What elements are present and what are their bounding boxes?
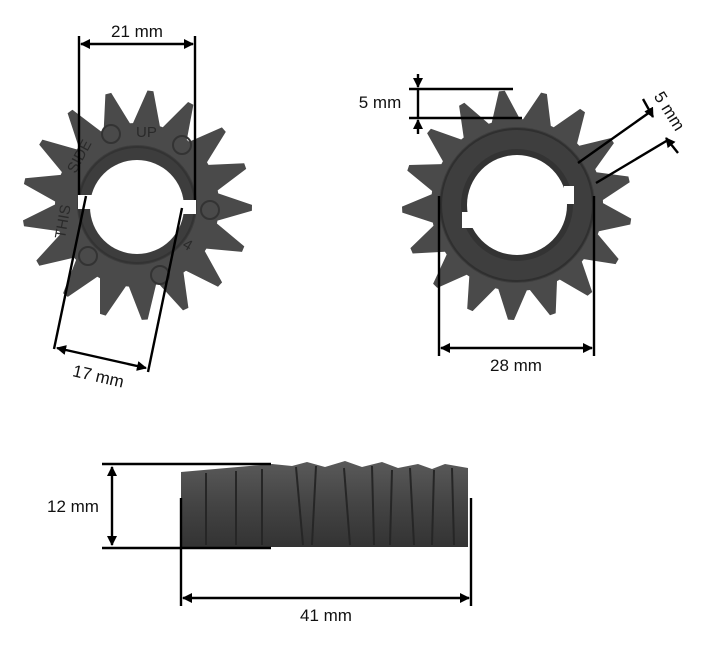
engraving-this: THIS (52, 203, 75, 240)
gear-side-view (181, 461, 468, 547)
dim-label-5mm-height: 5 mm (359, 93, 402, 112)
dim-thickness: 12 mm (47, 462, 271, 550)
dim-outer-width: 28 mm (437, 196, 596, 375)
engraving-up: UP (136, 124, 157, 141)
dim-label-41mm: 41 mm (300, 606, 352, 625)
gear-front-face: UP SIDE THIS 4 (23, 90, 252, 320)
dim-label-5mm-pitch: 5 mm (650, 88, 689, 134)
gear-1-bore (90, 160, 184, 254)
dim-top-width: 21 mm (77, 22, 197, 200)
dim-length: 41 mm (179, 498, 473, 625)
dim-tooth-height: 5 mm (359, 74, 522, 134)
gear-2-bore (467, 155, 567, 255)
dim-label-12mm: 12 mm (47, 497, 99, 516)
dim-label-28mm: 28 mm (490, 356, 542, 375)
dim-label-21mm: 21 mm (111, 22, 163, 41)
dim-label-17mm: 17 mm (71, 361, 126, 391)
gear-back-face (402, 90, 632, 320)
